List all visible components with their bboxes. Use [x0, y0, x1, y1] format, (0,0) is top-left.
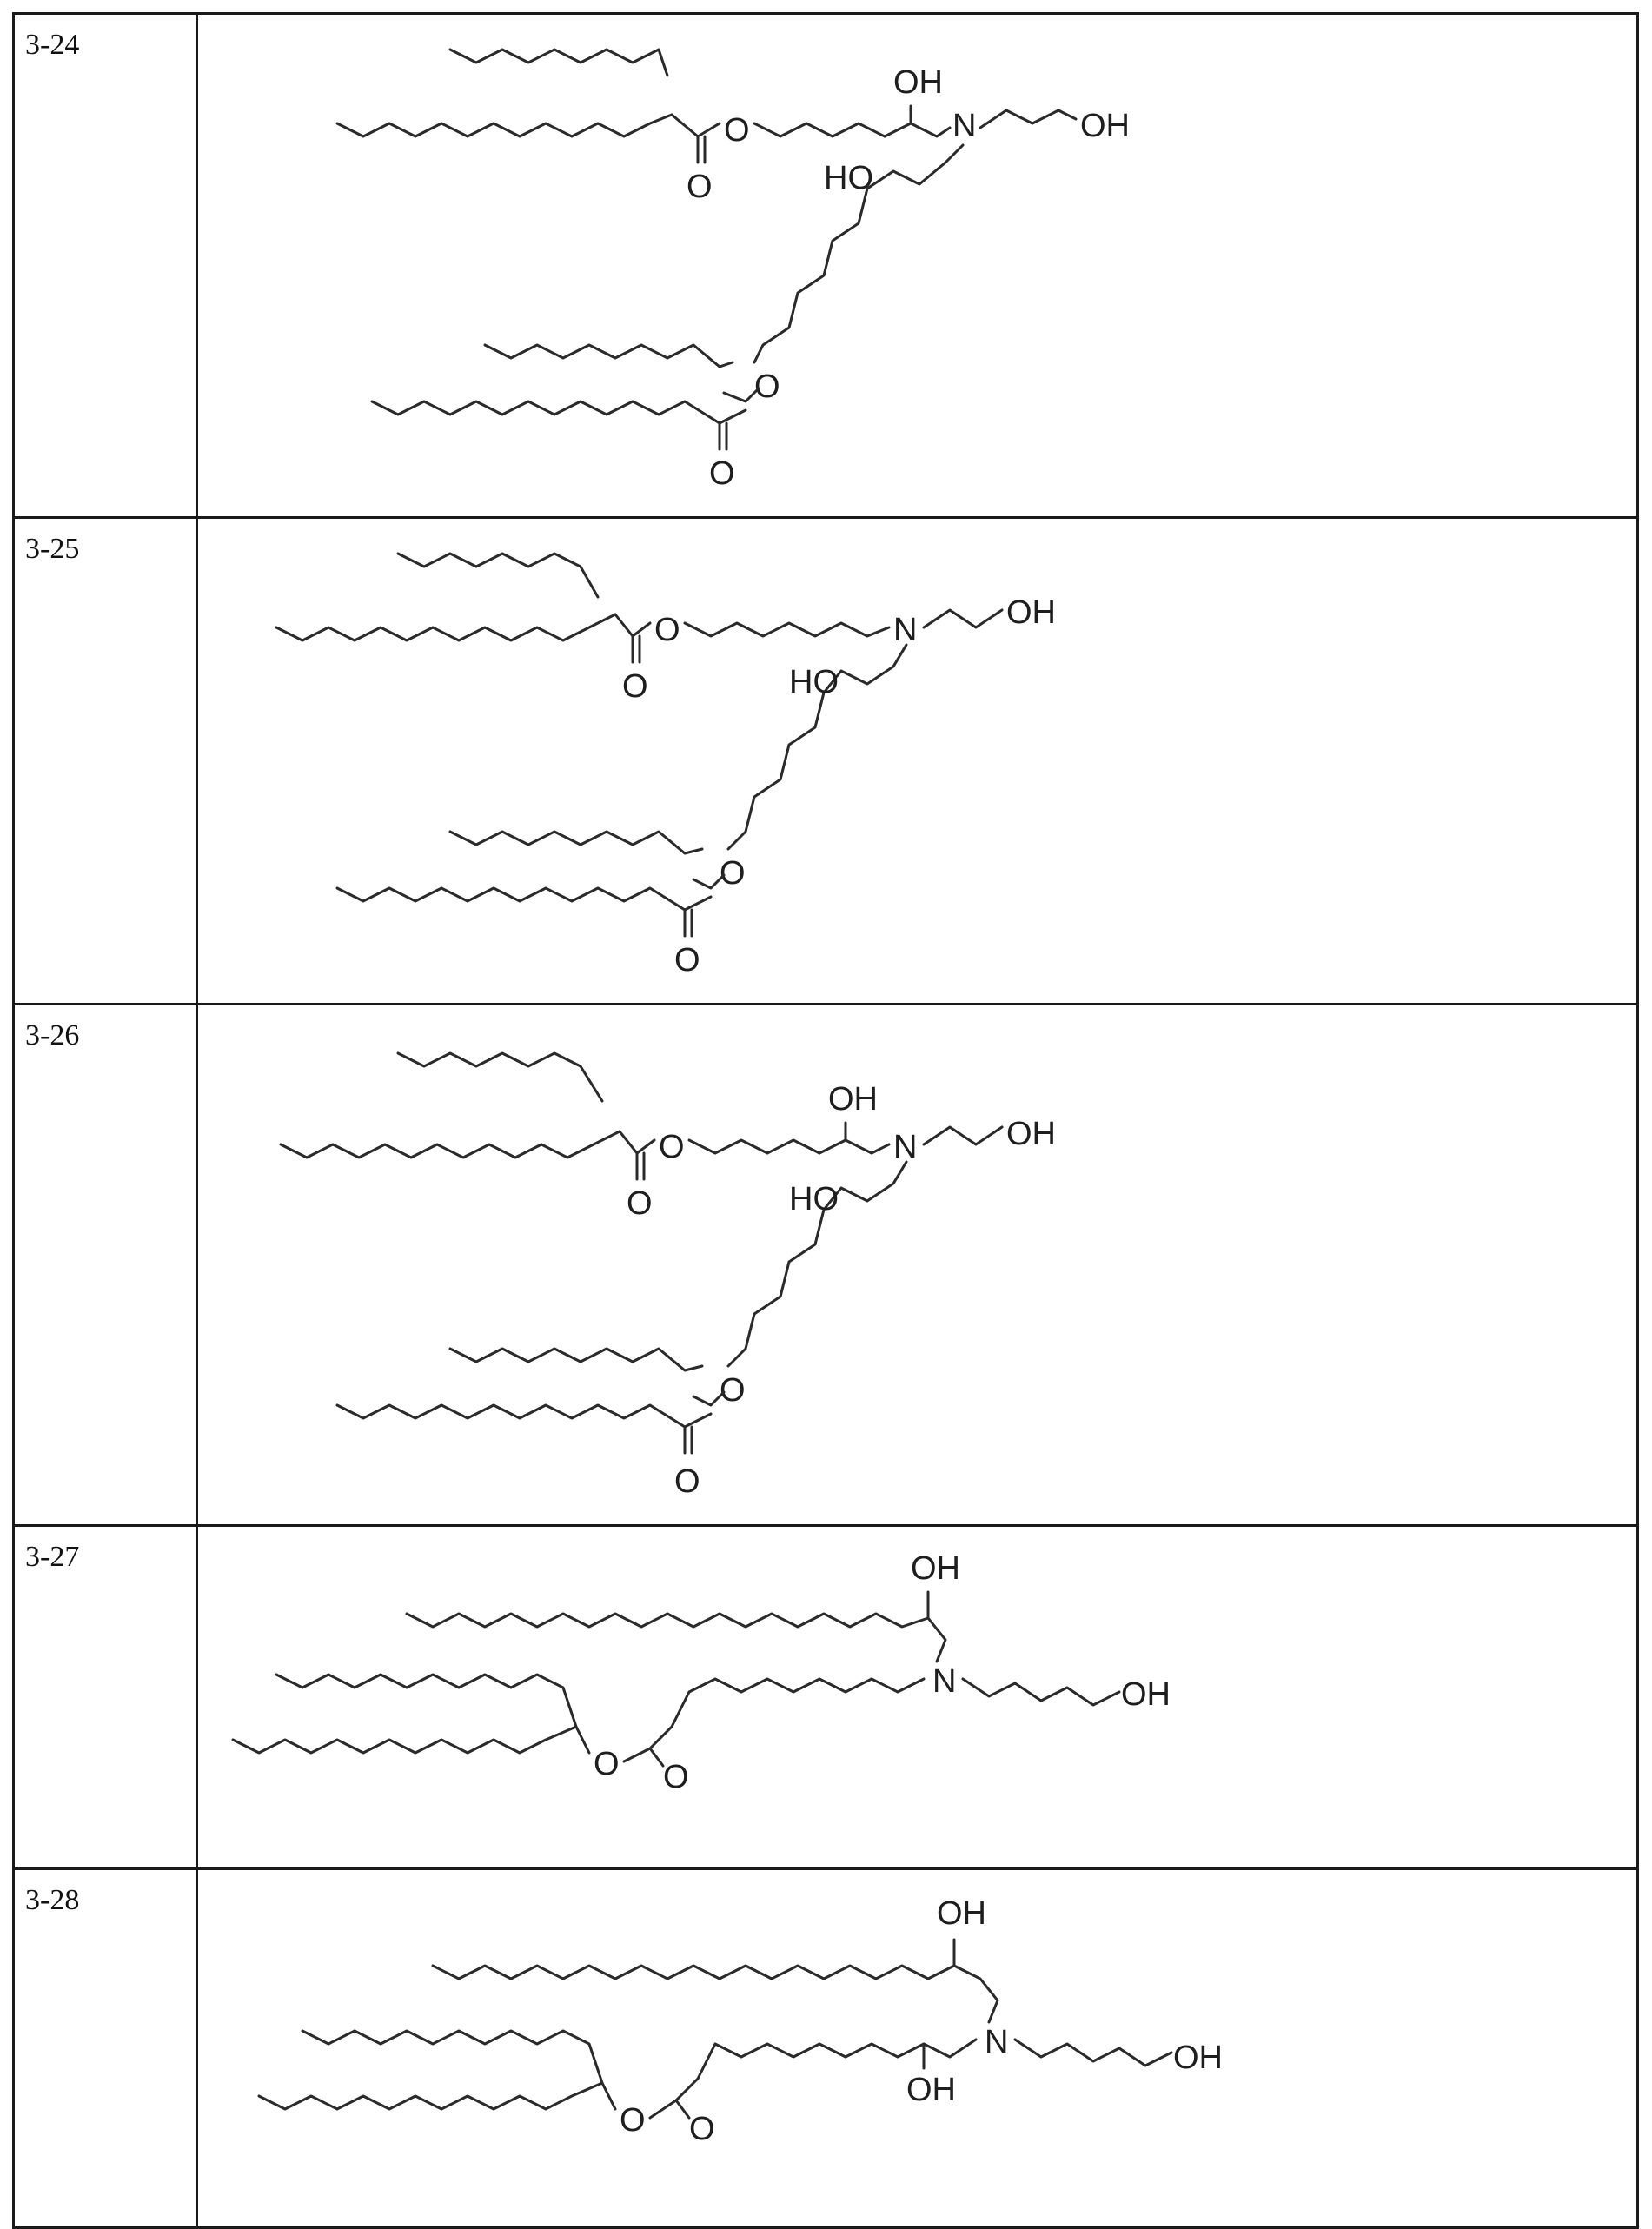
atom-label: O: [620, 2102, 646, 2139]
compound-id: 3-26: [15, 1005, 196, 1052]
bond-chain: [963, 1679, 1119, 1705]
atom-label: OH: [911, 1550, 960, 1587]
structure-cell: OH N OH OH O O: [197, 1869, 1638, 2228]
bond-chain: [276, 1675, 576, 1727]
atom-label: O: [663, 1759, 689, 1795]
atom-label: OH: [906, 2072, 956, 2108]
atom-label: O: [627, 1185, 653, 1222]
bond-chain: [276, 614, 615, 640]
compound-id: 3-28: [15, 1870, 196, 1917]
atom-label: OH: [1006, 1116, 1056, 1152]
atom-label: N: [985, 2024, 1008, 2060]
table-row: 3-26 O O OH N OH HO O: [14, 1005, 1638, 1526]
bond-chain: [672, 115, 720, 136]
atom-label: HO: [824, 160, 873, 196]
bond-chain: [689, 1140, 889, 1153]
table-row: 3-27 OH N OH O O: [14, 1526, 1638, 1869]
atom-label: O: [654, 612, 680, 648]
bond-chain: [924, 610, 1002, 627]
chemical-structure-3-28: OH N OH OH O O: [198, 1870, 1641, 2224]
atom-label: N: [932, 1663, 956, 1700]
bond-chain: [398, 554, 598, 597]
atom-label: O: [622, 668, 648, 705]
atom-label: N: [893, 1129, 917, 1165]
structure-cell: OH N OH O O: [197, 1526, 1638, 1869]
atom-label: O: [754, 368, 780, 405]
bond-chain: [620, 1131, 654, 1153]
bond-chain: [615, 614, 650, 636]
compound-id: 3-27: [15, 1527, 196, 1574]
atom-label: O: [720, 1372, 746, 1409]
atom-label: HO: [789, 1181, 839, 1217]
atom-label: OH: [1173, 2040, 1223, 2076]
compound-id: 3-25: [15, 519, 196, 566]
structure-cell: O O OH N OH HO O O: [197, 14, 1638, 518]
bond-chain: [450, 1349, 702, 1370]
bond-chain: [281, 1131, 620, 1158]
compound-id-cell: 3-25: [14, 518, 197, 1005]
compound-id: 3-24: [15, 15, 196, 62]
bond-chain: [233, 1727, 589, 1753]
chemical-structure-3-27: OH N OH O O: [198, 1527, 1641, 1865]
compound-id-cell: 3-28: [14, 1869, 197, 2228]
structure-cell: O O N OH HO O O: [197, 518, 1638, 1005]
bond-chain: [259, 2083, 615, 2109]
bond-chain: [398, 1053, 602, 1101]
atom-label: OH: [828, 1081, 878, 1118]
bond-chain: [302, 2031, 602, 2083]
atom-label: OH: [1080, 108, 1130, 144]
table-row: 3-25 O O N OH HO O: [14, 518, 1638, 1005]
bond-chain: [1015, 2040, 1171, 2066]
atom-label: O: [689, 2111, 715, 2147]
atom-label: O: [687, 169, 713, 205]
chemical-structure-3-24: O O OH N OH HO O O: [198, 15, 1641, 514]
bond-chain: [754, 123, 885, 136]
atom-label: OH: [893, 64, 943, 101]
atom-label: OH: [1006, 594, 1056, 631]
bond-chain: [372, 401, 746, 423]
bond-chain: [980, 110, 1076, 128]
compound-id-cell: 3-26: [14, 1005, 197, 1526]
bond-chain: [450, 832, 702, 853]
bond-chain: [450, 50, 667, 76]
bond-chain: [407, 1614, 945, 1662]
atom-label: O: [720, 855, 746, 892]
bond-chain: [433, 1966, 998, 2022]
bond-chain: [885, 123, 950, 136]
structure-cell: O O OH N OH HO O O: [197, 1005, 1638, 1526]
compound-id-cell: 3-27: [14, 1526, 197, 1869]
compound-table: 3-24 O O OH N OH HO O: [12, 12, 1639, 2229]
bond-chain: [337, 115, 672, 136]
chemical-structure-3-25: O O N OH HO O O: [198, 519, 1641, 1000]
table-row: 3-24 O O OH N OH HO O: [14, 14, 1638, 518]
bond-chain: [485, 345, 733, 367]
atom-label: O: [724, 112, 750, 149]
bond-chain: [337, 1405, 711, 1427]
atom-label: HO: [789, 664, 839, 700]
bond-chain: [685, 623, 889, 636]
atom-label: O: [674, 942, 700, 979]
compound-id-cell: 3-24: [14, 14, 197, 518]
bond-chain: [624, 1748, 663, 1766]
atom-label: OH: [1121, 1676, 1171, 1713]
chemical-structure-3-26: O O OH N OH HO O O: [198, 1005, 1641, 1522]
atom-label: N: [952, 108, 976, 144]
atom-label: OH: [937, 1895, 986, 1932]
bond-chain: [650, 1679, 924, 1748]
atom-label: N: [893, 612, 917, 648]
atom-label: O: [594, 1746, 620, 1782]
bond-chain: [337, 888, 711, 910]
bond-chain: [924, 1127, 1002, 1144]
atom-label: O: [709, 455, 735, 492]
bond-chain: [724, 388, 759, 401]
atom-label: O: [659, 1129, 685, 1165]
bond-chain: [650, 2100, 689, 2118]
atom-label: O: [674, 1463, 700, 1500]
table-row: 3-28 OH N OH OH O O: [14, 1869, 1638, 2228]
